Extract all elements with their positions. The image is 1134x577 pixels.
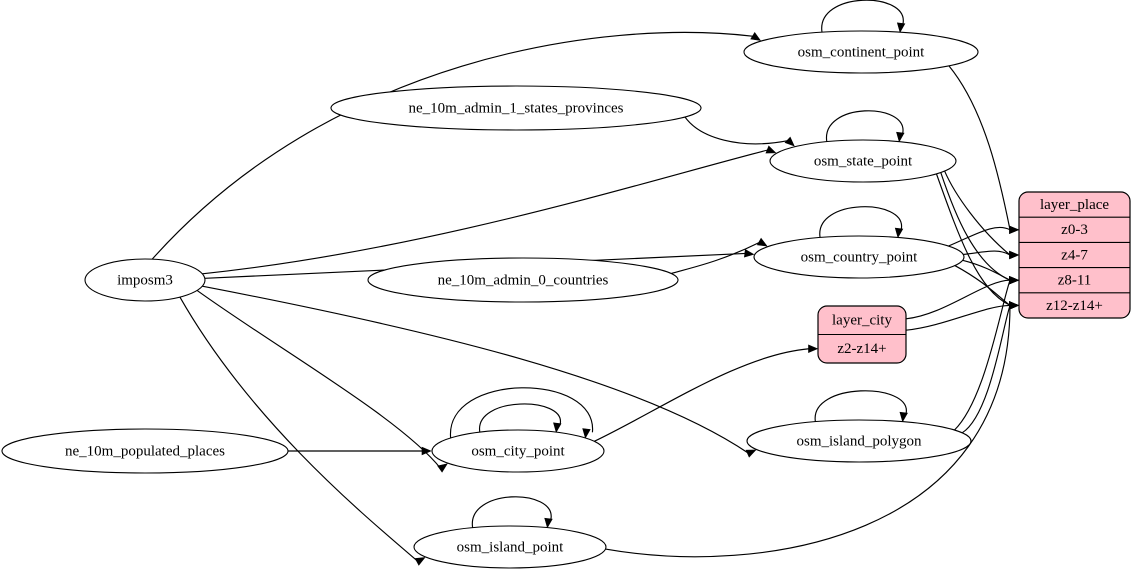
- node-osm_continent_point[interactable]: osm_continent_point: [743, 30, 979, 74]
- record-row-layer_place-2[interactable]: z4-7: [1061, 247, 1088, 263]
- node-imposm3[interactable]: imposm3: [84, 258, 206, 302]
- edge-selfloop-osm_state_point-1: [826, 110, 905, 143]
- node-ne_10m_admin_1_states_provinces[interactable]: ne_10m_admin_1_states_provinces: [330, 85, 702, 131]
- node-label-osm_island_point: osm_island_point: [457, 539, 565, 555]
- edge-imposm3-to-osm_island_polygon: [202, 285, 757, 458]
- edge-selfloop-osm_island_polygon-3: [814, 390, 908, 423]
- edge-osm_country_point-to-layer_place-z12-z14+: [954, 265, 1020, 310]
- edge-osm_city_point-to-layer_city-z2-z14+: [594, 344, 819, 442]
- edge-osm_country_point-to-layer_place-z0-3: [948, 225, 1020, 247]
- record-row-layer_place-4[interactable]: z12-z14+: [1046, 298, 1103, 314]
- node-label-osm_city_point: osm_city_point: [471, 443, 565, 459]
- edge-layer_city-to-layer_place-z8-11: [905, 275, 1020, 320]
- edge-imposm3-to-osm_city_point: [196, 289, 448, 473]
- node-label-imposm3: imposm3: [117, 272, 173, 288]
- edge-imposm3-to-osm_island_point: [179, 296, 426, 566]
- edge-imposm3-to-osm_continent_point: [151, 31, 762, 260]
- edge-layer: [151, 0, 1020, 566]
- edge-selfloop-osm_city_point-5: [479, 403, 562, 433]
- edge-ne_10m_admin_1_states_provinces-to-osm_state_point: [684, 116, 795, 147]
- node-osm_city_point[interactable]: osm_city_point: [431, 429, 605, 473]
- edge-osm_country_point-to-layer_place-z4-7: [963, 250, 1020, 260]
- record-row-layer_place-1[interactable]: z0-3: [1061, 222, 1088, 238]
- edge-selfloop-osm_city_point-6: [450, 387, 594, 439]
- edge-selfloop-osm_country_point-2: [819, 206, 904, 239]
- node-layer_place[interactable]: layer_place z0-3 z4-7 z8-11 z12-z14+: [1018, 191, 1131, 319]
- edge-imposm3-to-osm_state_point: [202, 145, 777, 275]
- node-label-osm_island_polygon: osm_island_polygon: [796, 433, 922, 449]
- node-ne_10m_admin_0_countries[interactable]: ne_10m_admin_0_countries: [367, 257, 679, 303]
- node-label-osm_state_point: osm_state_point: [814, 153, 913, 169]
- node-osm_state_point[interactable]: osm_state_point: [769, 139, 957, 183]
- node-osm_country_point[interactable]: osm_country_point: [753, 235, 965, 279]
- edge-selfloop-osm_continent_point-0: [821, 0, 906, 33]
- record-row-layer_city-0[interactable]: layer_city: [832, 313, 892, 329]
- node-label-osm_country_point: osm_country_point: [801, 249, 918, 265]
- node-label-ne_10m_admin_1_states_provinces: ne_10m_admin_1_states_provinces: [409, 100, 624, 116]
- node-label-ne_10m_populated_places: ne_10m_populated_places: [65, 443, 225, 459]
- node-ne_10m_populated_places[interactable]: ne_10m_populated_places: [1, 428, 289, 474]
- node-label-ne_10m_admin_0_countries: ne_10m_admin_0_countries: [438, 272, 609, 288]
- node-layer_city[interactable]: layer_city z2-z14+: [817, 305, 907, 364]
- edge-ne_10m_populated_places-to-osm_city_point: [287, 446, 432, 456]
- edge-osm_continent_point-to-layer_place-z0-3: [948, 65, 1020, 235]
- record-row-layer_city-1[interactable]: z2-z14+: [837, 341, 886, 357]
- node-label-osm_continent_point: osm_continent_point: [798, 44, 925, 60]
- edge-selfloop-osm_island_point-4: [472, 496, 553, 529]
- node-osm_island_point[interactable]: osm_island_point: [413, 525, 607, 569]
- node-osm_island_polygon[interactable]: osm_island_polygon: [746, 419, 972, 463]
- edge-layer_city-to-layer_place-z12-z14+: [905, 301, 1020, 331]
- record-row-layer_place-3[interactable]: z8-11: [1058, 273, 1092, 289]
- edge-ne_10m_admin_0_countries-to-osm_country_point: [670, 237, 768, 275]
- edge-osm_island_polygon-to-layer_place-z8-11: [954, 275, 1020, 431]
- node-layer: imposm3 ne_10m_admin_1_states_provincesne…: [1, 30, 1131, 569]
- record-row-layer_place-0[interactable]: layer_place: [1040, 197, 1109, 213]
